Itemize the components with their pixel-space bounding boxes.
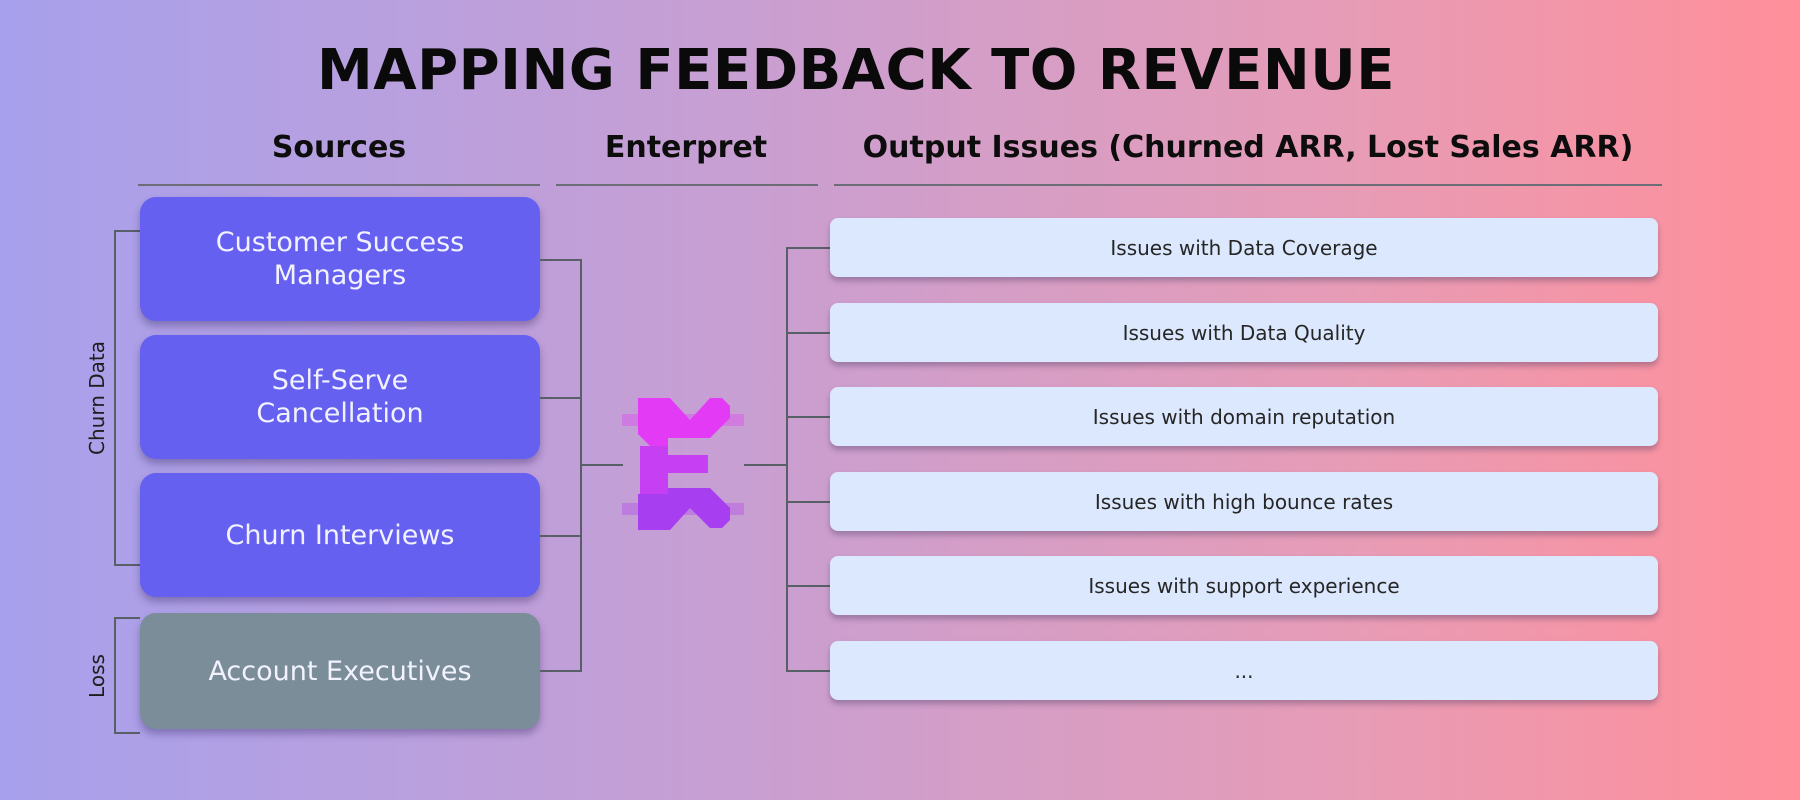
churn-bracket	[114, 230, 116, 566]
connector-output-2	[786, 332, 830, 334]
source-label: Churn Interviews	[225, 519, 455, 551]
output-issue-data-coverage: Issues with Data Coverage	[830, 218, 1658, 277]
output-issue-more: ...	[830, 641, 1658, 700]
sources-divider	[138, 184, 540, 186]
source-account-executives: Account Executives	[140, 613, 540, 729]
connector-output-6	[786, 670, 830, 672]
source-label-line1: Self-Serve	[271, 365, 409, 396]
output-issue-support-experience: Issues with support experience	[830, 556, 1658, 615]
connector-source-4	[540, 670, 582, 672]
connector-to-logo	[580, 464, 623, 466]
source-label-line1: Customer Success	[215, 227, 465, 258]
connector-from-logo	[744, 464, 788, 466]
churn-bracket-bottom	[114, 564, 140, 566]
connector-output-3	[786, 416, 830, 418]
connector-output-1	[786, 247, 830, 249]
loss-bracket-top	[114, 617, 140, 619]
source-label-line2: Managers	[273, 260, 407, 291]
connector-source-1	[540, 259, 582, 261]
connector-source-2	[540, 397, 582, 399]
source-self-serve-cancellation: Self-Serve Cancellation	[140, 335, 540, 459]
connector-output-5	[786, 585, 830, 587]
source-customer-success-managers: Customer Success Managers	[140, 197, 540, 321]
column-heading-enterpret: Enterpret	[604, 130, 768, 165]
page-title: MAPPING FEEDBACK TO REVENUE	[317, 38, 1395, 103]
outputs-divider	[834, 184, 1662, 186]
output-issue-high-bounce-rates: Issues with high bounce rates	[830, 472, 1658, 531]
loss-bracket	[114, 617, 116, 734]
column-heading-outputs: Output Issues (Churned ARR, Lost Sales A…	[862, 130, 1634, 165]
source-label: Account Executives	[208, 655, 472, 687]
source-churn-interviews: Churn Interviews	[140, 473, 540, 597]
output-issue-domain-reputation: Issues with domain reputation	[830, 387, 1658, 446]
loss-bracket-bottom	[114, 732, 140, 734]
column-heading-sources: Sources	[271, 130, 407, 165]
output-issue-data-quality: Issues with Data Quality	[830, 303, 1658, 362]
connector-source-3	[540, 535, 582, 537]
source-label-line2: Cancellation	[256, 398, 424, 429]
connector-output-4	[786, 501, 830, 503]
churn-bracket-top	[114, 230, 140, 232]
connector-outputs-vertical	[786, 247, 788, 672]
enterpret-divider	[556, 184, 818, 186]
